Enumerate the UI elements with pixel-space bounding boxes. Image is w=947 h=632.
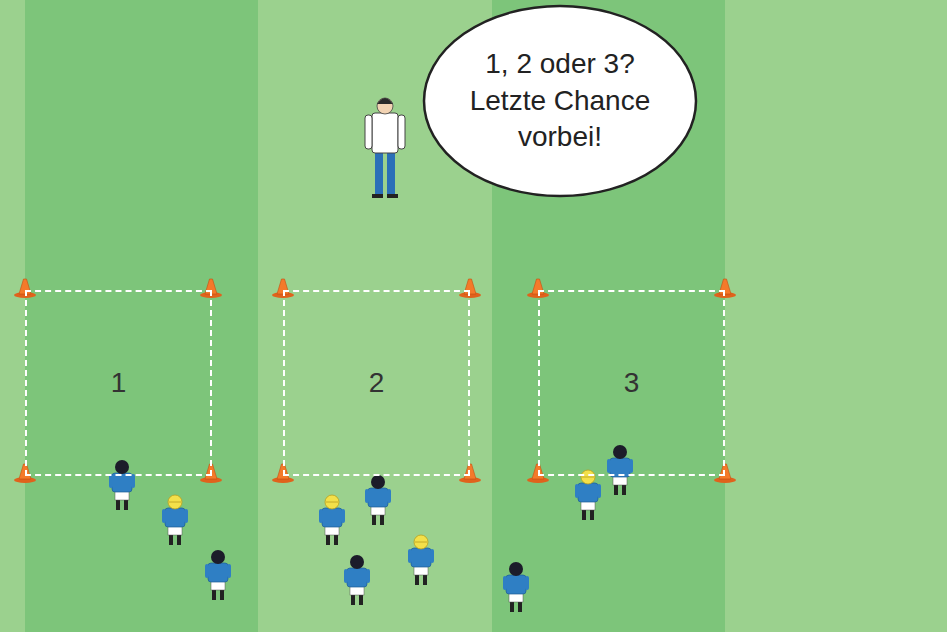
square-number: 2 [369,367,385,399]
square-number: 1 [111,367,127,399]
coach-figure [365,98,405,198]
drill-square: 2 [283,290,470,476]
players [109,445,633,612]
square-number: 3 [624,367,640,399]
bubble-text: 1, 2 oder 3? Letzte Chance vorbei! [445,46,675,155]
speech-bubble: 1, 2 oder 3? Letzte Chance vorbei! [422,4,698,198]
drill-square: 3 [538,290,725,476]
drill-square: 1 [25,290,212,476]
